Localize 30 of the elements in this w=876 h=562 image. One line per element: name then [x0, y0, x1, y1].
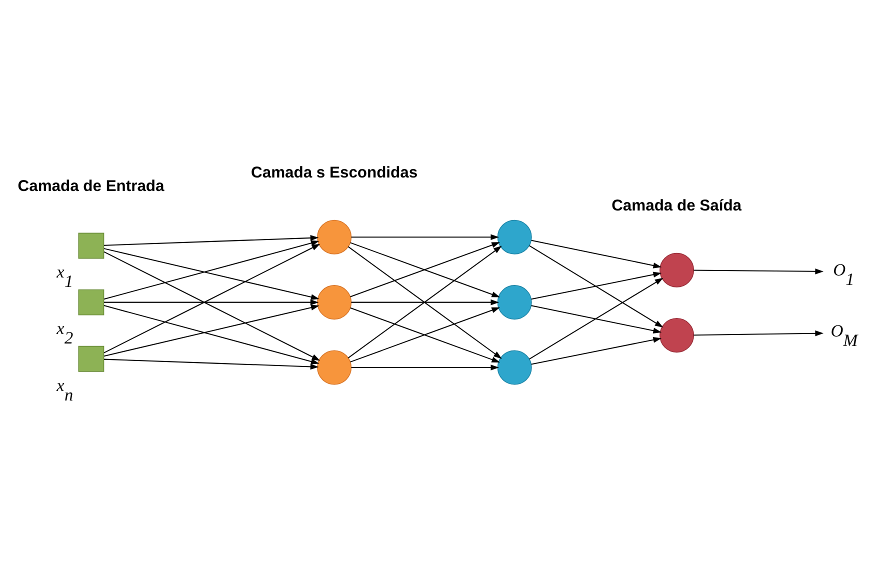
arrow: [694, 268, 824, 274]
arrow: [350, 306, 500, 362]
arrow: [531, 271, 662, 300]
node-circle: [497, 219, 532, 254]
arrow: [529, 244, 664, 328]
node-circle: [497, 350, 532, 384]
arrow: [351, 364, 500, 370]
arrow: [351, 298, 500, 305]
arrow: [350, 242, 500, 297]
arrow: [104, 358, 319, 370]
arrow: [351, 234, 500, 240]
node-box: [78, 232, 104, 258]
node-circle: [660, 318, 694, 352]
node-circle: [660, 252, 694, 287]
node-box: [78, 345, 104, 372]
label: Camada de Saída: [612, 196, 742, 214]
arrow: [531, 304, 662, 334]
arrow: [104, 234, 319, 246]
label: Camada s Escondidas: [251, 164, 418, 181]
node-circle: [497, 284, 532, 320]
arrow: [531, 336, 662, 364]
arrow: [694, 330, 824, 336]
arrow: [529, 277, 664, 359]
node-circle: [317, 284, 352, 320]
node-box: [78, 288, 104, 315]
label: Camada de Entrada: [18, 177, 164, 194]
node-circle: [317, 219, 352, 254]
arrow: [104, 298, 319, 305]
node-circle: [317, 350, 352, 384]
arrow: [531, 239, 662, 268]
